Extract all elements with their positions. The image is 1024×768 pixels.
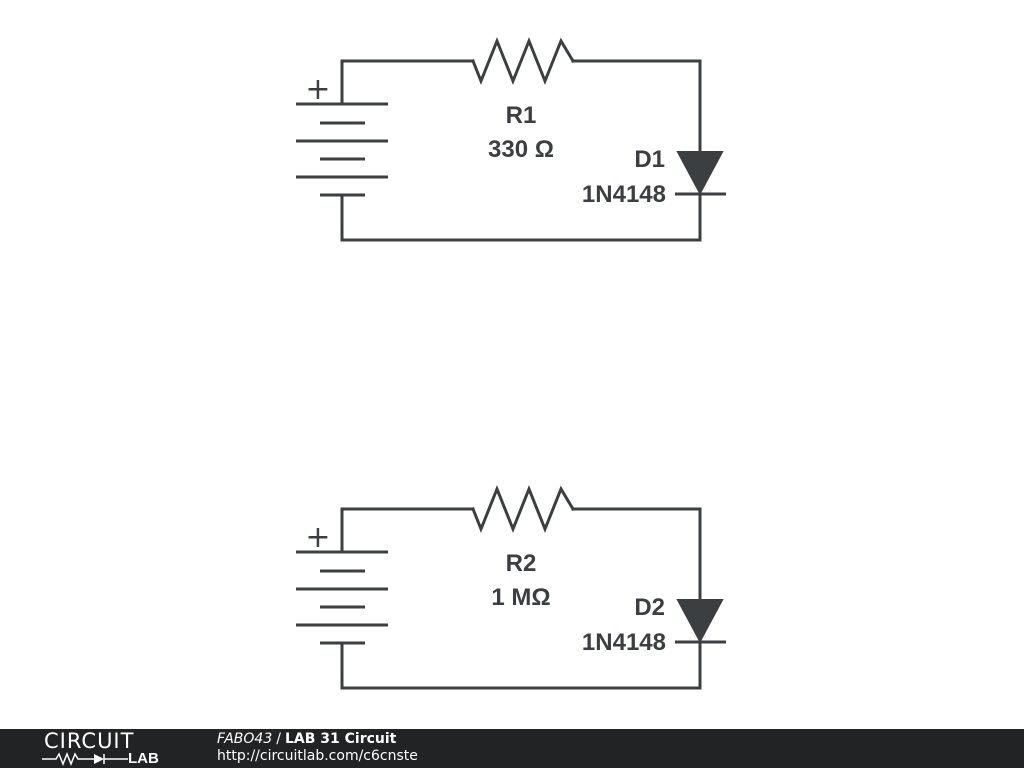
- wire-resistor-to-diode: [571, 59, 702, 154]
- diode-1: D1 1N4148: [582, 146, 726, 208]
- battery-1-plus-label: +: [305, 72, 330, 107]
- battery-2: +: [296, 520, 388, 645]
- circuit-1: + R1 330 Ω D1 1N4148: [296, 36, 726, 242]
- footer-info: FABO43/LAB 31 Circuit http://circuitlab.…: [217, 731, 418, 765]
- footer-title-line: FABO43/LAB 31 Circuit: [217, 731, 418, 748]
- circuit-1-wires: [340, 59, 702, 242]
- circuit-2-wires: [340, 507, 702, 690]
- author-link[interactable]: FABO43: [217, 731, 273, 747]
- circuitlab-logo[interactable]: CIRCUIT LAB: [40, 730, 180, 768]
- resistor-diode-logo-icon: [42, 752, 128, 766]
- diode-2: D2 1N4148: [582, 594, 726, 656]
- battery-1: +: [296, 72, 388, 197]
- resistor-1-value: 330 Ω: [488, 136, 554, 163]
- logo-circuit-text: CIRCUIT: [44, 729, 135, 753]
- logo-lab-text: LAB: [128, 750, 159, 767]
- wire-resistor-to-diode: [571, 507, 702, 602]
- circuit-url[interactable]: http://circuitlab.com/c6cnste: [217, 748, 418, 764]
- diode-2-ref: D2: [634, 594, 665, 621]
- footer-separator: /: [276, 731, 281, 747]
- resistor-1: R1 330 Ω: [471, 36, 576, 163]
- circuit-title: LAB 31 Circuit: [284, 731, 397, 747]
- wire-battery-to-resistor: [340, 507, 475, 554]
- diode-2-part: 1N4148: [582, 629, 666, 656]
- circuit-2: + R2 1 MΩ D2 1N4148: [296, 484, 726, 690]
- wire-diode-to-battery: [340, 192, 702, 242]
- diode-1-part: 1N4148: [582, 181, 666, 208]
- resistor-2-value: 1 MΩ: [491, 584, 550, 611]
- footer-bar: CIRCUIT LAB FABO43/LAB 31 Circuit http:/…: [0, 729, 1024, 768]
- resistor-2: R2 1 MΩ: [471, 484, 576, 611]
- wire-diode-to-battery: [340, 640, 702, 690]
- wire-battery-to-resistor: [340, 59, 475, 106]
- resistor-2-ref: R2: [506, 550, 537, 577]
- resistor-1-ref: R1: [506, 102, 537, 129]
- diode-1-ref: D1: [634, 146, 665, 173]
- battery-2-plus-label: +: [305, 520, 330, 555]
